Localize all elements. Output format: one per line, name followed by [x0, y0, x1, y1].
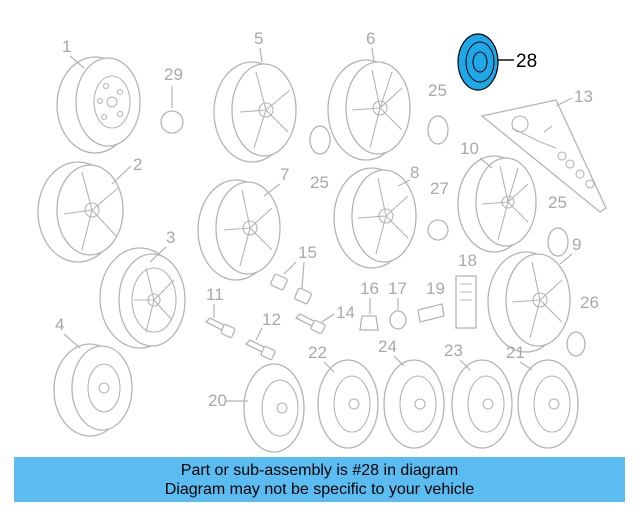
emblem-part-27[interactable]	[427, 219, 449, 241]
callout-13: 13	[574, 87, 593, 106]
emblem-part-26[interactable]	[566, 331, 586, 357]
emblem-part-29[interactable]	[160, 110, 184, 134]
hubcap-part-21[interactable]	[517, 359, 579, 449]
weight-part-19[interactable]	[417, 303, 445, 323]
callout-16: 16	[360, 279, 379, 298]
callout-21: 21	[506, 343, 525, 362]
callout-22: 22	[308, 343, 327, 362]
callout-15: 15	[298, 243, 317, 262]
callout-23: 23	[444, 341, 463, 360]
emblem-part-25a[interactable]	[309, 125, 331, 155]
tpms-part-13[interactable]	[480, 99, 607, 213]
callout-20: 20	[208, 391, 227, 410]
callout-8: 8	[410, 163, 419, 182]
hubcap-part-20[interactable]	[243, 363, 305, 453]
cap-part-17[interactable]	[389, 310, 407, 330]
callout-1: 1	[62, 37, 71, 56]
wheel-part-2[interactable]	[37, 161, 124, 263]
callout-19: 19	[426, 279, 445, 298]
callout-29: 29	[164, 65, 183, 84]
wheel-part-1[interactable]	[56, 56, 141, 154]
banner-line-1: Part or sub-assembly is #28 in diagram	[180, 461, 459, 479]
callout-25c: 25	[548, 193, 567, 212]
callout-10: 10	[460, 139, 479, 158]
callout-9: 9	[572, 235, 581, 254]
callout-25a: 25	[310, 173, 329, 192]
callout-12: 12	[262, 310, 281, 329]
callout-3: 3	[166, 228, 175, 247]
callout-18: 18	[458, 251, 477, 270]
parts-diagram: 1 2 3 4 5 6	[37, 29, 607, 453]
hubcap-part-23[interactable]	[451, 359, 513, 449]
card-part-18[interactable]	[455, 275, 477, 329]
hubcap-part-22[interactable]	[317, 359, 379, 449]
nut-part-15[interactable]	[270, 273, 312, 305]
wheel-part-4[interactable]	[53, 343, 133, 437]
cap-part-16[interactable]	[359, 315, 379, 331]
callout-2: 2	[133, 155, 142, 174]
callout-26: 26	[580, 293, 599, 312]
callout-4: 4	[55, 315, 64, 334]
callout-6: 6	[366, 29, 375, 48]
callout-27: 27	[430, 179, 449, 198]
callout-14: 14	[336, 303, 355, 322]
wheel-part-8[interactable]	[333, 167, 417, 269]
banner-line-2: Diagram may not be specific to your vehi…	[164, 480, 475, 498]
wheel-part-3[interactable]	[99, 247, 186, 349]
callout-28: 28	[516, 51, 537, 72]
bolt-part-11[interactable]	[204, 317, 236, 339]
callout-11: 11	[206, 285, 224, 304]
callout-7: 7	[280, 165, 289, 184]
hubcap-part-24[interactable]	[383, 359, 445, 449]
bolt-part-14[interactable]	[294, 313, 326, 335]
wheel-part-5[interactable]	[213, 61, 297, 163]
center-cap-part-28[interactable]	[457, 33, 499, 91]
emblem-part-25b[interactable]	[427, 115, 449, 145]
wheel-part-6[interactable]	[327, 59, 411, 161]
callout-24: 24	[378, 337, 397, 356]
emblem-part-25c[interactable]	[547, 227, 569, 257]
info-banner: Part or sub-assembly is #28 in diagram D…	[14, 457, 625, 502]
wheel-part-7[interactable]	[197, 179, 281, 281]
wheel-part-10[interactable]	[457, 155, 537, 253]
callout-5: 5	[254, 29, 263, 48]
wheel-part-9[interactable]	[487, 251, 571, 353]
bolt-part-12[interactable]	[244, 339, 276, 361]
callout-25b: 25	[428, 81, 447, 100]
callout-17: 17	[388, 279, 407, 298]
